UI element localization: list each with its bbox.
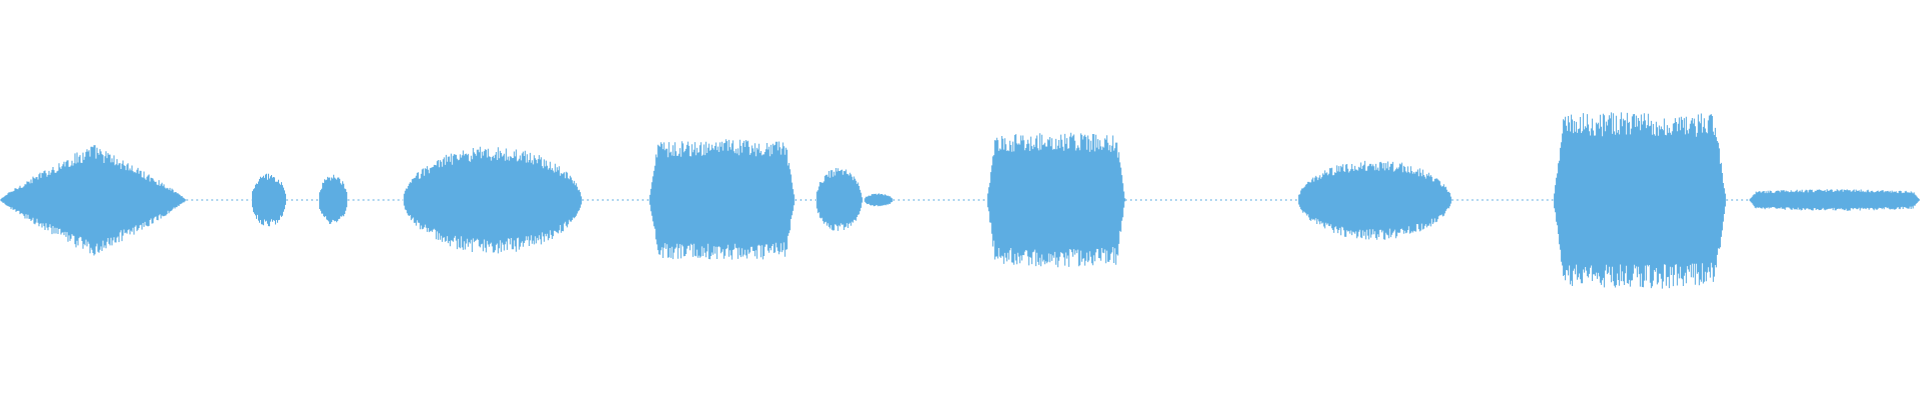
waveform-segment-5-trace xyxy=(649,139,795,260)
waveform-segment-11-trace xyxy=(1749,189,1920,211)
waveform-segment-5 xyxy=(649,139,795,260)
waveform-segment-1-trace xyxy=(0,145,187,256)
waveform-segment-2-trace xyxy=(251,173,287,227)
waveform-segment-9 xyxy=(1298,160,1452,240)
waveform-segment-3-trace xyxy=(319,174,348,224)
waveform-segment-8-trace xyxy=(987,132,1126,268)
waveform-segment-10 xyxy=(1553,112,1726,289)
waveform-segment-7 xyxy=(864,193,893,207)
waveform-segment-11 xyxy=(1749,189,1920,211)
waveform-segment-2 xyxy=(251,173,287,227)
waveform-segment-3 xyxy=(319,174,348,224)
waveform-segment-8 xyxy=(987,132,1126,268)
waveform-segment-7-trace xyxy=(864,193,893,207)
waveform-segment-4-trace xyxy=(403,146,582,254)
waveform-segment-6-trace xyxy=(816,168,863,231)
waveform-segment-9-trace xyxy=(1298,160,1452,240)
waveform-segment-6 xyxy=(816,168,863,231)
waveform-segment-10-trace xyxy=(1553,112,1726,289)
waveform-segment-4 xyxy=(403,146,582,254)
waveform-segment-1 xyxy=(0,145,187,256)
